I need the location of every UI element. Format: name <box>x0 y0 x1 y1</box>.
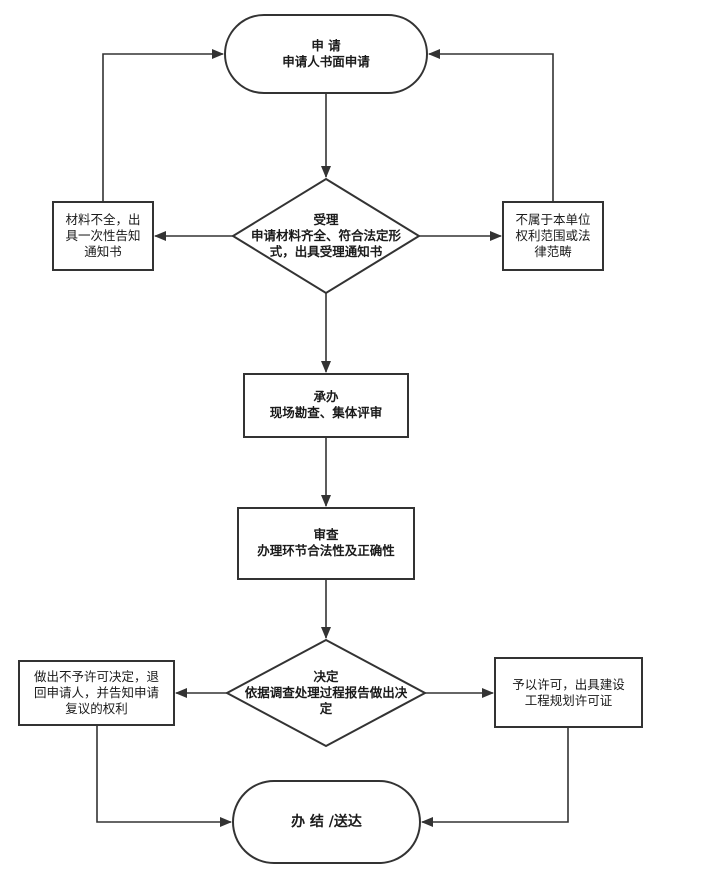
incomplete-label: 材料不全，出 具一次性告知 通知书 <box>53 212 153 260</box>
accept-title: 受理 <box>313 212 339 227</box>
accept-line2: 式，出具受理通知书 <box>269 244 383 259</box>
arrow-incomplete-to-apply <box>102 49 224 202</box>
incomplete-line3: 通知书 <box>84 244 122 259</box>
deny-box <box>18 660 175 726</box>
grant-line2: 工程规划许可证 <box>524 693 613 708</box>
review-title: 审查 <box>313 527 339 542</box>
incomplete-line1: 材料不全，出 <box>65 212 141 227</box>
review-label: 审查 办理环节合法性及正确性 <box>238 527 414 559</box>
decide-decision-diamond <box>224 638 428 748</box>
finish-terminal <box>232 780 421 864</box>
decide-line1: 依据调查处理过程报告做出决 <box>244 685 408 700</box>
handle-label: 承办 现场勘查、集体评审 <box>244 389 408 421</box>
not-scope-label: 不属于本单位 权利范围或法 律范畴 <box>503 212 603 260</box>
handle-box <box>243 373 409 438</box>
deny-line3: 复议的权利 <box>65 701 128 716</box>
arrow-grant-to-finish <box>421 727 569 827</box>
not-scope-line1: 不属于本单位 <box>515 212 591 227</box>
review-body: 办理环节合法性及正确性 <box>257 543 395 558</box>
grant-line1: 予以许可，出具建设 <box>512 677 625 692</box>
apply-body: 申请人书面申请 <box>282 54 370 69</box>
handle-title: 承办 <box>313 389 339 404</box>
grant-label: 予以许可，出具建设 工程规划许可证 <box>495 677 642 709</box>
decide-label: 决定 依据调查处理过程报告做出决 定 <box>227 669 425 717</box>
not-scope-line3: 律范畴 <box>534 244 572 259</box>
deny-line1: 做出不予许可决定，退 <box>33 669 159 684</box>
deny-label: 做出不予许可决定，退 回申请人，并告知申请 复议的权利 <box>19 669 174 717</box>
finish-label: 办 结 /送达 <box>233 813 420 831</box>
grant-box <box>494 657 643 728</box>
accept-label: 受理 申请材料齐全、符合法定形 式，出具受理通知书 <box>233 212 419 260</box>
handle-body: 现场勘查、集体评审 <box>269 405 383 420</box>
incomplete-line2: 具一次性告知 <box>65 228 141 243</box>
incomplete-box <box>52 201 154 271</box>
apply-title: 申 请 <box>311 38 341 53</box>
decide-line2: 定 <box>319 701 333 716</box>
apply-label: 申 请 申请人书面申请 <box>225 38 427 70</box>
decide-title: 决定 <box>313 669 339 684</box>
arrow-deny-to-finish <box>96 725 232 827</box>
deny-line2: 回申请人，并告知申请 <box>33 685 159 700</box>
arrow-not-scope-to-apply <box>428 49 554 202</box>
finish-text: 办 结 /送达 <box>291 814 362 830</box>
accept-line1: 申请材料齐全、符合法定形 <box>250 228 401 243</box>
not-scope-line2: 权利范围或法 <box>515 228 591 243</box>
